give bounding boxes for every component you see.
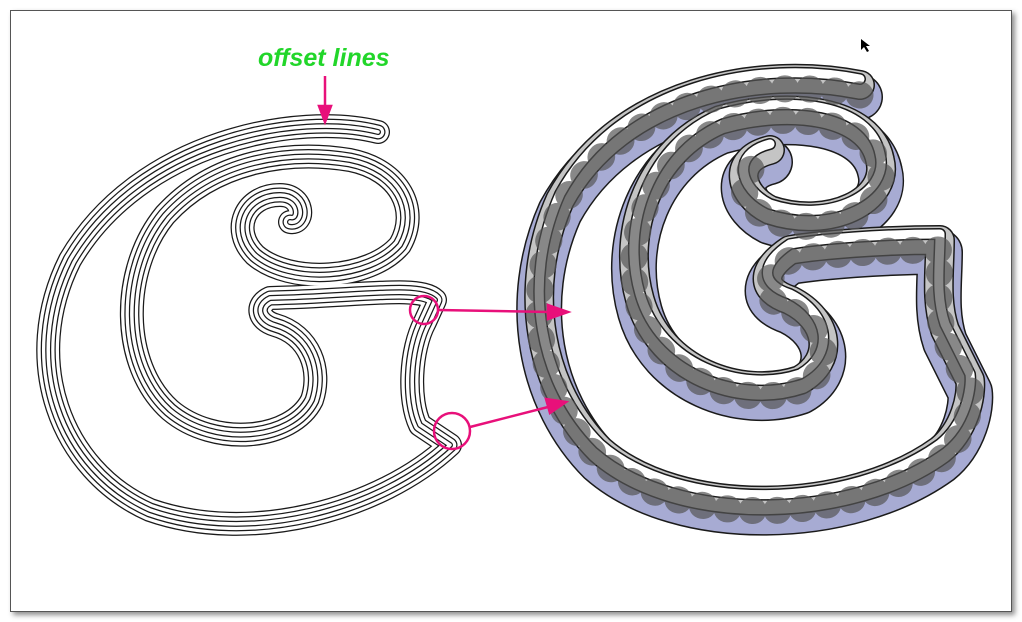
extruded-g-model xyxy=(539,73,970,513)
label-arrowhead xyxy=(317,104,333,126)
mouse-cursor-icon xyxy=(861,39,870,52)
highlight-circle-lower xyxy=(432,411,472,451)
arrow-lower xyxy=(469,404,553,429)
arrowhead-upper xyxy=(546,303,572,321)
annotation-arrows xyxy=(317,76,572,451)
arrow-upper xyxy=(437,308,553,314)
offset-lines-label: offset lines xyxy=(258,44,390,72)
offset-lines-g-outline xyxy=(48,126,450,524)
arrowhead-lower xyxy=(544,397,570,416)
